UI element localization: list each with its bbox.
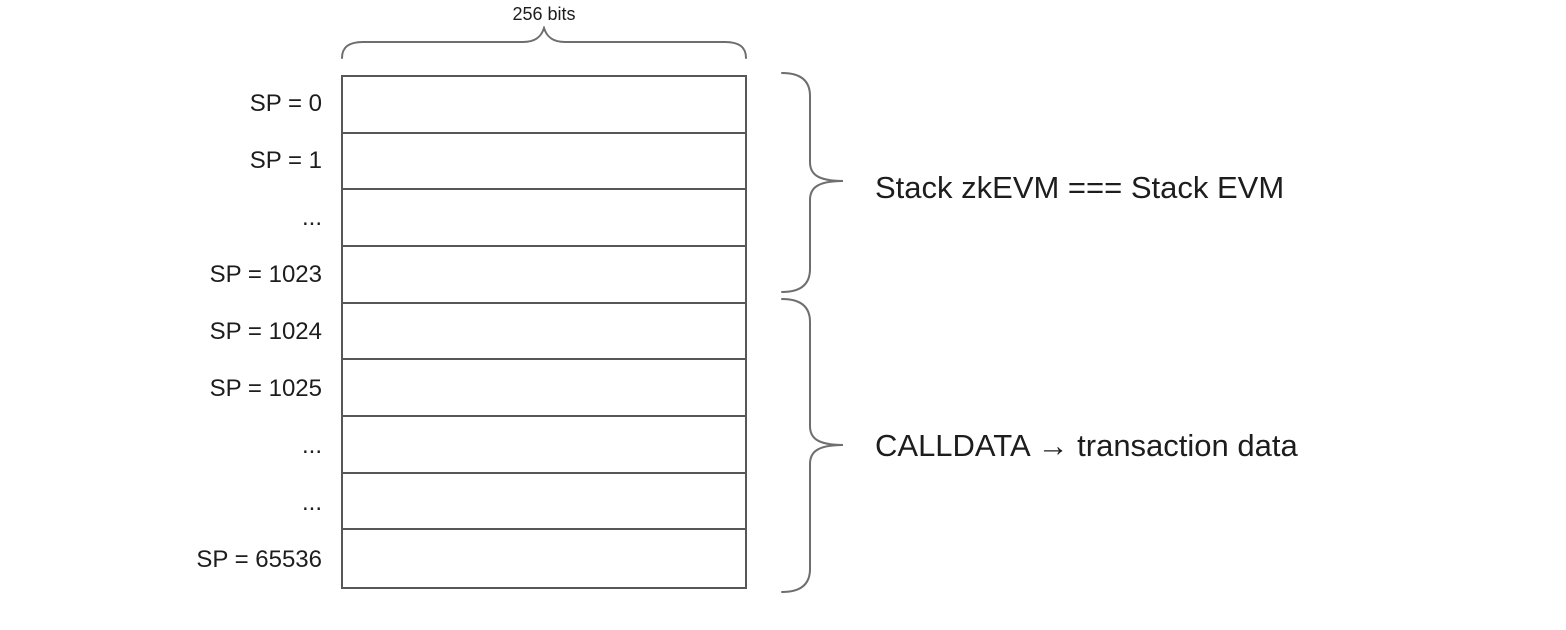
stack-cell <box>343 190 745 247</box>
stack-region-label: Stack zkEVM === Stack EVM <box>875 170 1285 205</box>
stack-cell <box>343 77 745 134</box>
stack-cell <box>343 134 745 191</box>
stack-cell <box>343 417 745 474</box>
stack-cell <box>343 247 745 304</box>
stack-cell <box>343 304 745 361</box>
top-brace-icon <box>341 26 747 59</box>
calldata-region-label: CALLDATA → transaction data <box>875 428 1298 463</box>
sp-label: ... <box>301 489 322 517</box>
stack-table <box>341 75 747 589</box>
stack-cell <box>343 360 745 417</box>
stack-cell <box>343 474 745 531</box>
sp-label: ... <box>301 203 322 231</box>
stack-cell <box>343 530 745 587</box>
top-brace-path <box>341 26 747 59</box>
sp-label: SP = 1024 <box>209 317 322 345</box>
stack-region-brace-icon <box>781 72 844 293</box>
sp-label: SP = 65536 <box>196 546 322 574</box>
right-braces <box>781 72 844 593</box>
calldata-region-brace-icon <box>781 298 844 593</box>
sp-label-column: SP = 0 SP = 1... SP = 1023 SP = 1024 SP = 10… <box>0 75 322 589</box>
sp-label: SP = 0 <box>249 89 322 117</box>
bit-width-label: 256 bits <box>512 4 576 24</box>
sp-label: ... <box>301 432 322 460</box>
sp-label: SP = 1025 <box>209 375 322 403</box>
sp-label: SP = 1 <box>249 146 322 174</box>
sp-label: SP = 1023 <box>209 260 322 288</box>
